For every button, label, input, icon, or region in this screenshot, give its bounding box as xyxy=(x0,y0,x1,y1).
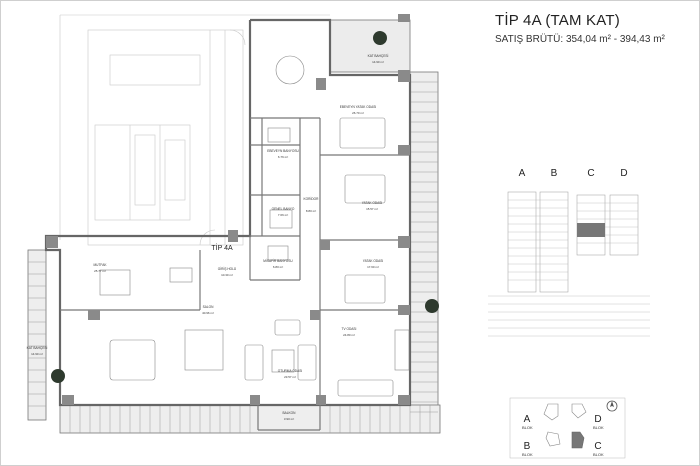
tree-icons xyxy=(51,31,439,383)
room-area-tv-odasi: 24.80 m² xyxy=(343,333,355,337)
block-columns: A B C D xyxy=(519,168,628,179)
key-block-c-word: BLOK xyxy=(593,452,604,457)
key-block-d-word: BLOK xyxy=(593,425,604,430)
room-name-kat-bahcesi-top: KAT BAHÇESİ xyxy=(368,53,389,58)
room-name-balkon: BALKON xyxy=(283,411,297,415)
sales-area-line: SATIŞ BRÜTÜ: 354,04 m² - 394,43 m² xyxy=(495,34,665,45)
unit-label: TİP 4A xyxy=(211,243,233,252)
interior-walls xyxy=(60,117,410,431)
elevation-floor-lines xyxy=(488,199,650,337)
key-block-c-letter: C xyxy=(594,441,601,452)
terrace-hatching xyxy=(28,81,438,433)
room-area-yatak-1: 15.57 m² xyxy=(366,207,378,211)
room-area-oturma: 23.57 m² xyxy=(284,375,296,379)
block-column-c-letter: C xyxy=(587,168,594,179)
terrace-zones xyxy=(27,19,441,434)
room-name-oturma: OTURMA ODASI xyxy=(278,369,303,373)
room-area-ebeveyn-banyo: 6.76 m² xyxy=(278,155,288,159)
structural-columns xyxy=(46,14,410,405)
key-block-b-letter: B xyxy=(524,441,531,452)
room-name-misafir-banyo: MİSAFİR BANYOSU xyxy=(263,258,293,263)
block-column-a-letter: A xyxy=(519,168,526,179)
sales-area-value: 354,04 m² - 394,43 m² xyxy=(565,34,665,45)
room-area-giris-holu: 10.30 m² xyxy=(221,273,233,277)
block-elevation-d xyxy=(609,194,639,256)
room-name-kat-bahcesi-left: KAT BAHÇESİ xyxy=(27,345,48,350)
room-name-yatak-2: YATAK ODASI xyxy=(363,259,384,263)
room-name-tv-odasi: TV ODASI xyxy=(342,327,357,331)
room-name-koridor: KORİDOR xyxy=(304,196,320,201)
room-name-genel-banyo: GENEL BANYO xyxy=(272,207,295,211)
block-elevation-b xyxy=(539,191,569,293)
room-area-ebeveyn-yatak: 26.70 m² xyxy=(352,111,364,115)
room-area-genel-banyo: 7.66 m² xyxy=(278,213,288,217)
room-area-mutfak: 25.77 m² xyxy=(94,269,106,273)
block-column-d-letter: D xyxy=(620,168,627,179)
room-name-mutfak: MUTFAK xyxy=(94,263,108,267)
room-name-yatak-1: YATAK ODASI xyxy=(362,201,383,205)
room-area-yatak-2: 17.60 m² xyxy=(367,265,379,269)
highlighted-floor xyxy=(577,223,605,237)
key-block-b-word: BLOK xyxy=(522,452,533,457)
key-block-a-letter: A xyxy=(524,414,531,425)
room-name-ebeveyn-yatak: EBEVEYN YATAK ODASI xyxy=(340,105,377,109)
room-area-kat-bahcesi-top: 14.90 m² xyxy=(372,60,384,64)
room-area-misafir-banyo: 6.80 m² xyxy=(273,265,283,269)
room-name-salon: SALON xyxy=(203,305,215,309)
key-block-d-letter: D xyxy=(594,414,601,425)
apartment-walls xyxy=(44,18,412,407)
room-labels: KAT BAHÇESİ 14.90 m² EBEVEYN YATAK ODASI… xyxy=(27,53,389,421)
sales-area-prefix: SATIŞ BRÜTÜ: xyxy=(495,34,564,45)
north-arrow-pointer-icon xyxy=(610,401,614,407)
context-linework xyxy=(59,14,330,246)
room-area-balkon: 3.90 m² xyxy=(284,417,294,421)
site-key: A BLOK B BLOK D BLOK C BLOK xyxy=(509,397,626,459)
plan-title: TİP 4A (TAM KAT) xyxy=(495,12,620,29)
block-column-b-letter: B xyxy=(551,168,558,179)
room-area-kat-bahcesi-left: 14.90 m² xyxy=(31,352,43,356)
room-area-salon: 40.96 m² xyxy=(202,311,214,315)
room-name-giris-holu: GİRİŞ HOLÜ xyxy=(218,266,237,271)
room-name-ebeveyn-banyo: EBEVEYN BANYOSU xyxy=(267,149,299,153)
furniture xyxy=(99,55,410,397)
block-elevation-a xyxy=(507,191,537,293)
key-block-a-word: BLOK xyxy=(522,425,533,430)
room-area-koridor: 8.80 m² xyxy=(306,209,316,213)
